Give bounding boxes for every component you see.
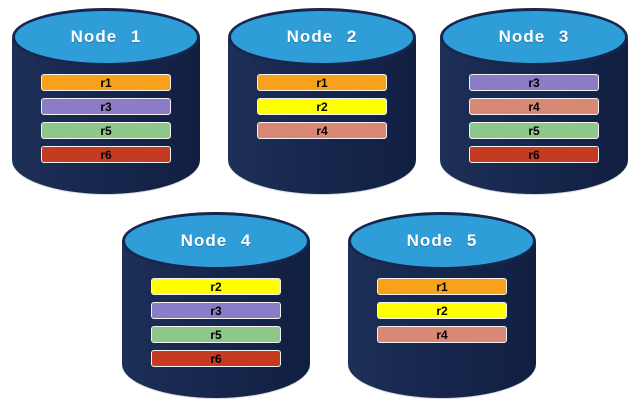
node-2-label: Node 2: [286, 27, 358, 46]
node-4-replica-list: r2 r3 r5 r6: [151, 278, 281, 367]
node-2-replica-list: r1 r2 r4: [257, 74, 387, 139]
replica-bar: r6: [41, 146, 171, 163]
node-4-cylinder-top: Node 4: [122, 212, 310, 270]
replica-bar: r3: [151, 302, 281, 319]
replica-bar: r6: [151, 350, 281, 367]
node-1-cylinder: Node 1 r1 r3 r5 r6: [12, 8, 200, 194]
replica-bar: r1: [257, 74, 387, 91]
replica-bar: r1: [377, 278, 507, 295]
node-4-label: Node 4: [180, 231, 252, 250]
node-2-cylinder: Node 2 r1 r2 r4: [228, 8, 416, 194]
node-3-replica-list: r3 r4 r5 r6: [469, 74, 599, 163]
replica-bar: r2: [257, 98, 387, 115]
node-1-label: Node 1: [70, 27, 142, 46]
replica-bar: r2: [377, 302, 507, 319]
replica-bar: r4: [377, 326, 507, 343]
replica-bar: r1: [41, 74, 171, 91]
replica-bar: r2: [151, 278, 281, 295]
node-2-cylinder-top: Node 2: [228, 8, 416, 66]
replica-bar: r3: [41, 98, 171, 115]
node-3-label: Node 3: [498, 27, 570, 46]
node-3-cylinder: Node 3 r3 r4 r5 r6: [440, 8, 628, 194]
node-3-cylinder-top: Node 3: [440, 8, 628, 66]
node-5-cylinder: Node 5 r1 r2 r4: [348, 212, 536, 398]
node-5-replica-list: r1 r2 r4: [377, 278, 507, 343]
node-4-cylinder: Node 4 r2 r3 r5 r6: [122, 212, 310, 398]
replica-bar: r6: [469, 146, 599, 163]
replica-bar: r5: [151, 326, 281, 343]
node-1-replica-list: r1 r3 r5 r6: [41, 74, 171, 163]
node-1-cylinder-top: Node 1: [12, 8, 200, 66]
replica-bar: r5: [469, 122, 599, 139]
node-5-cylinder-top: Node 5: [348, 212, 536, 270]
replica-bar: r4: [257, 122, 387, 139]
replica-bar: r4: [469, 98, 599, 115]
replica-bar: r5: [41, 122, 171, 139]
replica-bar: r3: [469, 74, 599, 91]
node-5-label: Node 5: [406, 231, 478, 250]
